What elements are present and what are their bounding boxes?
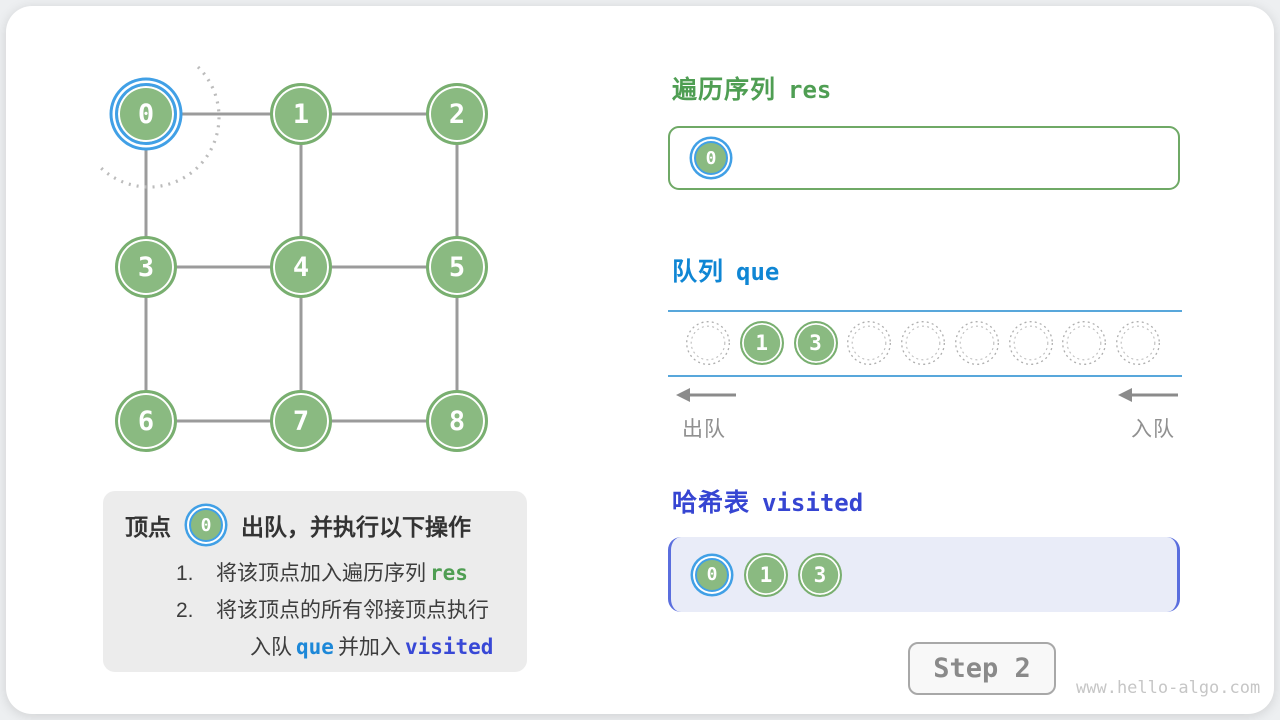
graph-node-8: 8 <box>426 390 488 452</box>
dequeue-label: 出队 <box>682 418 726 441</box>
empty-slot-icon <box>1116 321 1160 365</box>
empty-slot-icon <box>686 321 730 365</box>
queue-top-line <box>668 310 1182 312</box>
queue-empty-slot <box>899 319 947 367</box>
empty-slot-icon <box>901 321 945 365</box>
info-item-2: 2. 将该顶点的所有邻接顶点执行 <box>176 592 497 629</box>
graph-node-6: 6 <box>115 390 177 452</box>
res-code: res <box>430 561 468 585</box>
visited-node-3: 3 <box>798 552 842 597</box>
queue-empty-slot <box>1007 319 1055 367</box>
watermark: www.hello-algo.com <box>1076 678 1261 698</box>
graph-node-4: 4 <box>270 236 332 298</box>
graph-node-5: 5 <box>426 236 488 298</box>
info-title-suffix: 出队，并执行以下操作 <box>241 514 471 540</box>
queue-slot: 1 <box>738 319 786 367</box>
graph-node-1: 1 <box>270 83 332 145</box>
enqueue-label: 入队 <box>1131 418 1175 441</box>
queue-bottom-line <box>668 375 1182 377</box>
dequeue-arrow-icon <box>676 388 736 402</box>
item-number: 2. <box>176 599 194 622</box>
visited-node-0: 0 <box>695 557 729 592</box>
empty-slot-icon <box>1062 321 1107 365</box>
graph-node-0: 0 <box>115 83 177 145</box>
res-title-code: res <box>788 76 832 104</box>
step-indicator: Step 2 <box>908 642 1056 695</box>
graph-node-2: 2 <box>426 83 488 145</box>
empty-slot-icon <box>954 321 999 365</box>
queue-node-1: 1 <box>739 321 784 365</box>
item-text: 将该顶点的所有邻接顶点执行 <box>216 599 489 622</box>
visited-code: visited <box>404 635 494 659</box>
que-title-zh: 队列 <box>672 258 725 286</box>
graph-node-3: 3 <box>115 236 177 298</box>
item-number: 1. <box>176 562 194 585</box>
item-text: 并加入 <box>337 636 401 659</box>
que-title-code: que <box>736 258 780 286</box>
queue-empty-slot <box>845 319 893 367</box>
queue-node-3: 3 <box>793 321 838 365</box>
visited-title-zh: 哈希表 <box>672 489 751 517</box>
visited-title-code: visited <box>762 489 864 517</box>
queue-empty-slot <box>953 319 1001 367</box>
item-text: 将该顶点加入遍历序列 <box>216 562 426 585</box>
res-title-zh: 遍历序列 <box>672 76 777 104</box>
graph-node-7: 7 <box>270 390 332 452</box>
queue-empty-slot <box>684 319 732 367</box>
res-node-0: 0 <box>694 141 728 175</box>
res-sequence-box: 0 <box>668 126 1180 190</box>
res-section-title: 遍历序列 res <box>672 70 831 106</box>
enqueue-arrow-icon <box>1118 388 1178 402</box>
visited-node-1: 1 <box>744 552 788 597</box>
empty-slot-icon <box>1008 321 1053 365</box>
info-title: 顶点 0 出队，并执行以下操作 <box>125 501 471 549</box>
info-title-prefix: 顶点 <box>125 514 171 540</box>
queue-slot: 3 <box>792 319 840 367</box>
visited-section-title: 哈希表 visited <box>672 483 863 519</box>
empty-slot-icon <box>847 321 892 365</box>
queue-section-title: 队列 que <box>672 252 779 288</box>
queue-empty-slot <box>1114 319 1162 367</box>
que-code: que <box>296 635 334 659</box>
vertex-badge: 0 <box>189 508 223 542</box>
item-text: 入队 <box>250 636 292 659</box>
queue-empty-slot <box>1060 319 1108 367</box>
dequeue-arc <box>98 65 221 189</box>
